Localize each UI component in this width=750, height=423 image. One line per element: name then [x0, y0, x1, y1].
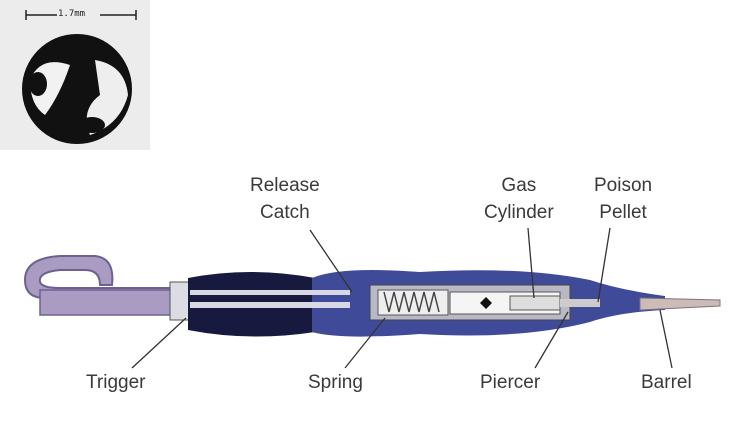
leader-gas-cylinder — [527, 227, 535, 299]
leader-spring — [344, 317, 386, 369]
label-release-catch: Release Catch — [250, 172, 320, 226]
label-line: Gas — [501, 175, 537, 196]
inner-rod — [190, 290, 350, 295]
leader-trigger — [131, 317, 187, 369]
umbrella-shaft — [39, 289, 181, 316]
label-piercer: Piercer — [480, 372, 541, 393]
label-poison-pellet: Poison Pellet — [594, 172, 652, 226]
label-spring: Spring — [308, 372, 363, 393]
leader-poison-pellet — [597, 227, 611, 303]
label-trigger: Trigger — [86, 372, 146, 393]
label-line: Cylinder — [484, 202, 554, 223]
label-line: Catch — [260, 202, 310, 223]
spring-coil — [383, 291, 440, 313]
scale-label: 1.7mm — [58, 9, 86, 19]
label-gas-cylinder: Gas Cylinder — [484, 172, 554, 226]
gas-cylinder — [509, 295, 561, 311]
pellet-photo: 1.7mm — [0, 0, 150, 150]
leader-release-catch — [309, 229, 353, 293]
leader-piercer — [534, 311, 569, 369]
pellet-chamber — [560, 299, 600, 307]
piston — [480, 297, 492, 309]
label-line: Release — [250, 175, 320, 196]
label-barrel: Barrel — [641, 372, 692, 393]
inner-rod — [190, 302, 350, 308]
label-line: Pellet — [599, 202, 647, 223]
pellet-image — [22, 10, 137, 144]
barrel — [639, 297, 721, 311]
umbrella-hook — [23, 255, 171, 299]
label-line: Poison — [594, 175, 653, 196]
trigger-housing — [169, 281, 191, 321]
leader-barrel — [659, 309, 673, 369]
leader-lines — [131, 227, 673, 369]
